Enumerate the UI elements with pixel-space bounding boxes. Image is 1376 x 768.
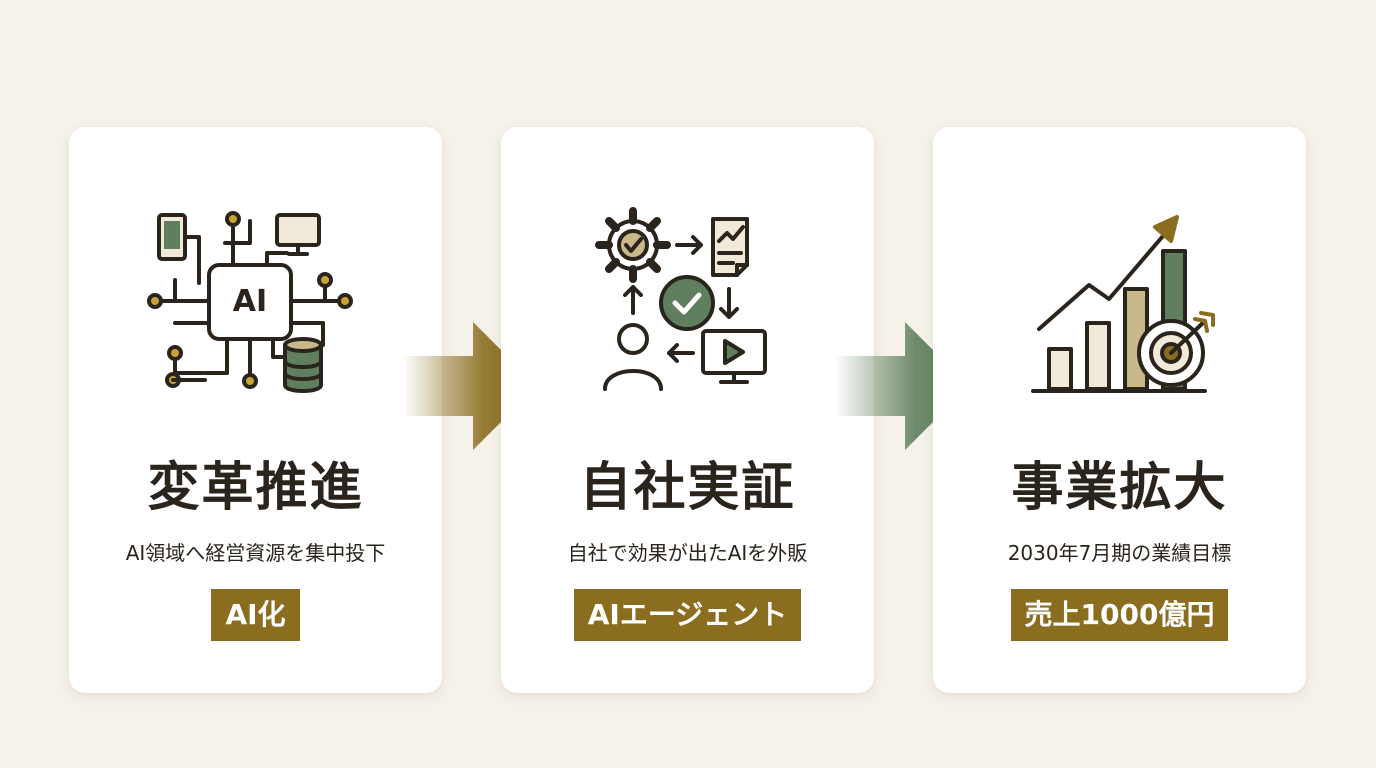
step-title: 自社実証	[579, 457, 796, 518]
ai-chip-network-icon: AI	[145, 205, 367, 405]
step-title: 変革推進	[147, 457, 364, 518]
step-description: 2030年7月期の業績目標	[1007, 541, 1232, 565]
step-description: AI領域へ経営資源を集中投下	[125, 541, 386, 565]
growth-chart-target-icon	[1009, 205, 1231, 405]
step-tag: AI化	[211, 589, 300, 641]
workflow-cycle-icon	[577, 205, 799, 405]
ai-chip-label: AI	[232, 284, 268, 319]
step-card-transformation: AI 変革推進 AI領域へ経営資源を集中投下 AI化	[69, 127, 442, 693]
step-card-validation: 自社実証 自社で効果が出たAIを外販 AIエージェント	[501, 127, 874, 693]
step-tag: AIエージェント	[573, 589, 802, 641]
step-description: 自社で効果が出たAIを外販	[567, 541, 808, 565]
step-title: 事業拡大	[1011, 457, 1228, 518]
step-tag: 売上1000億円	[1010, 589, 1229, 641]
step-card-expansion: 事業拡大 2030年7月期の業績目標 売上1000億円	[933, 127, 1306, 693]
